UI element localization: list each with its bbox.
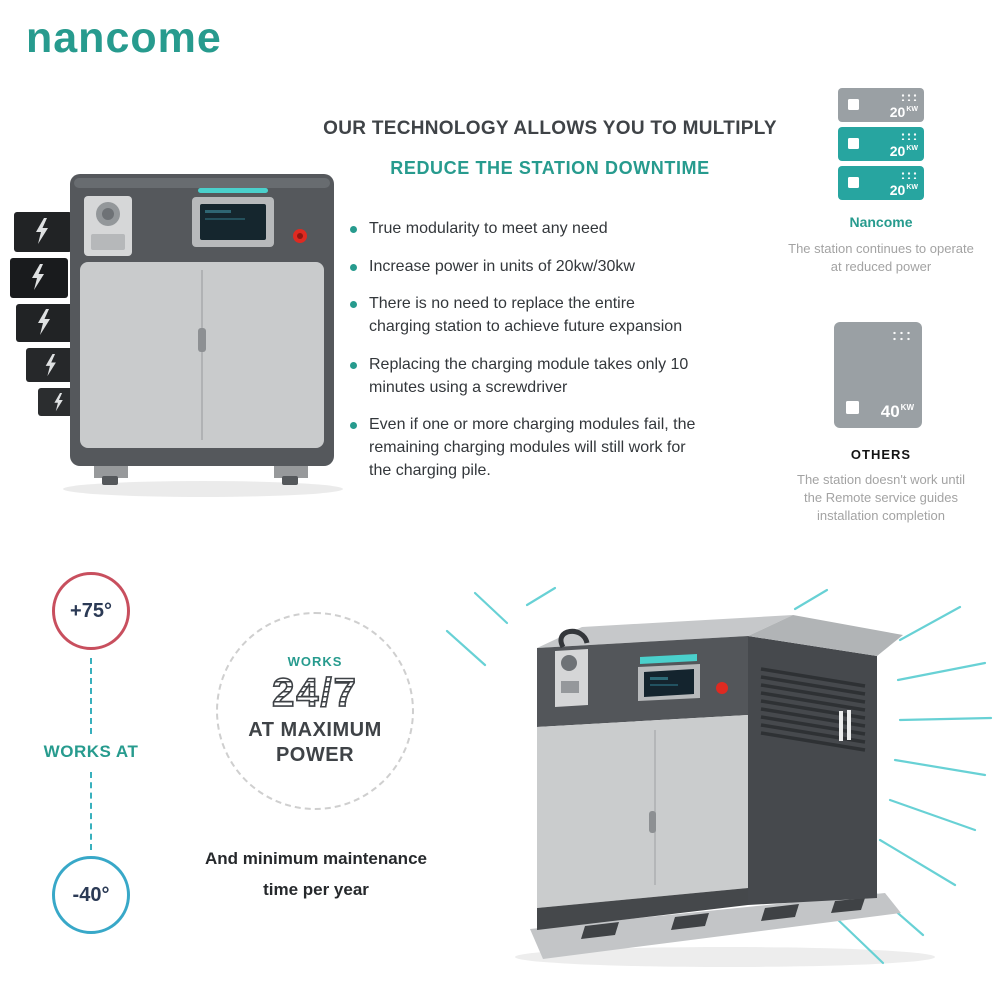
nancome-column-label: Nancome: [849, 214, 913, 230]
bullet-item: Even if one or more charging modules fai…: [350, 414, 798, 482]
bullet-item: Replacing the charging module takes only…: [350, 354, 798, 399]
module-power-label: 20KW: [889, 182, 918, 198]
module-connector-square: [846, 401, 859, 414]
module-20kw: 20KW: [838, 127, 924, 161]
module-20kw: 20KW: [838, 166, 924, 200]
module-connector-square: [848, 99, 859, 110]
front-view-station-image: [10, 174, 343, 497]
max-temperature-badge: +75°: [52, 572, 130, 650]
badge-works-label: WORKS: [287, 654, 343, 669]
badge-247-label: 24/7: [271, 670, 358, 716]
dashed-connector-line: [90, 772, 92, 850]
lightning-bolt-icon: [32, 218, 63, 412]
perspective-station-image: [445, 586, 993, 967]
nancome-module-stack: 20KW 20KW 20KW: [838, 88, 924, 205]
others-column-caption: The station doesn't work until the Remot…: [797, 472, 965, 524]
bullet-item: Increase power in units of 20kw/30kw: [350, 256, 798, 279]
badge-power-label: POWER: [275, 744, 355, 766]
module-power-label: 20KW: [889, 104, 918, 120]
works-247-badge: WORKS 24/7 AT MAXIMUM POWER: [216, 612, 414, 810]
badge-at-maximum-label: AT MAXIMUM: [248, 719, 382, 741]
module-20kw: 20KW: [838, 88, 924, 122]
emergency-button: [716, 682, 728, 694]
nancome-column-caption: The station continues to operate at redu…: [788, 241, 974, 275]
module-vent-dots-icon: [900, 132, 917, 140]
module-connector-square: [848, 138, 859, 149]
plugin-modules: [10, 212, 80, 416]
maintenance-note: And minimum maintenance time per year: [205, 849, 427, 900]
module-connector-square: [848, 177, 859, 188]
feature-bullet-list: True modularity to meet any need Increas…: [350, 218, 798, 497]
module-vent-dots-icon: [900, 93, 917, 101]
dashed-connector-line: [90, 658, 92, 734]
bullet-item: There is no need to replace the entire c…: [350, 293, 798, 338]
others-module-40kw: 40KW: [834, 322, 922, 428]
module-vent-dots-icon: [891, 330, 913, 343]
module-power-label: 40KW: [880, 402, 914, 421]
min-temperature-badge: -40°: [52, 856, 130, 934]
brand-logo: nancome: [26, 14, 222, 62]
bullet-item: True modularity to meet any need: [350, 218, 798, 241]
module-vent-dots-icon: [900, 171, 917, 179]
module-power-label: 20KW: [889, 143, 918, 159]
others-column-label: OTHERS: [850, 447, 912, 462]
page-subtitle: REDUCE THE STATION DOWNTIME: [390, 158, 710, 178]
works-at-label: WORKS AT: [43, 742, 139, 761]
page-title: OUR TECHNOLOGY ALLOWS YOU TO MULTIPLY: [323, 118, 777, 139]
